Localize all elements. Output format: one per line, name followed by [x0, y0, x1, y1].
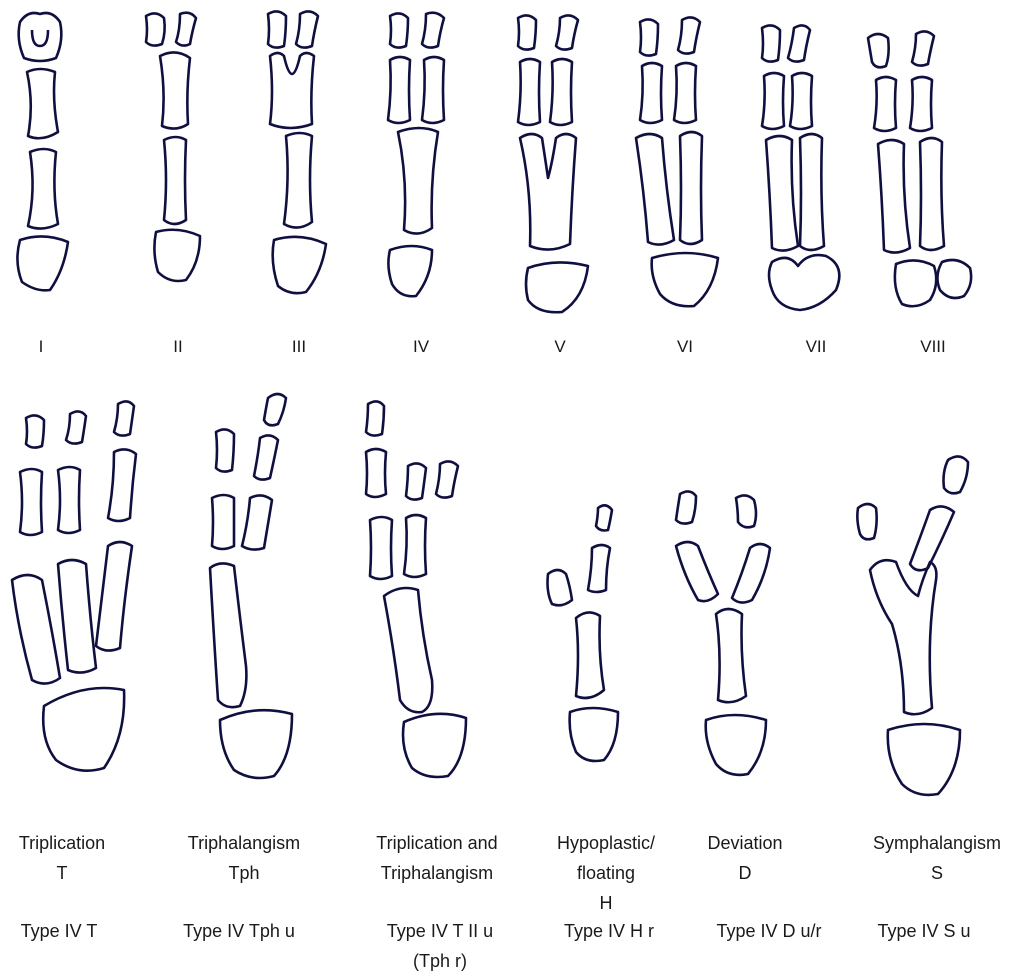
name-line: Deviation: [690, 828, 800, 858]
panel-symphalangism-type: Type IV S u: [860, 916, 988, 946]
diagram-hypoplastic-floating: [548, 505, 619, 761]
panel-hypoplastic-type: Type IV H r: [544, 916, 674, 946]
name-line: H: [536, 888, 676, 918]
diagram-type-VI: [636, 17, 718, 306]
diagram-deviation: [676, 491, 770, 774]
label-type-VI: VI: [655, 337, 715, 357]
panel-deviation-name: Deviation D: [690, 828, 800, 888]
type-line: Type IV T II u: [360, 916, 520, 946]
label-type-VII: VII: [786, 337, 846, 357]
panel-triplication-name: Triplication T: [0, 828, 124, 888]
label-type-IV: IV: [391, 337, 451, 357]
panel-triplication-triphalangism-name: Triplication and Triphalangism: [352, 828, 522, 888]
name-line: Tph: [164, 858, 324, 888]
name-line: Symphalangism: [852, 828, 1022, 858]
panel-triphalangism-name: Triphalangism Tph: [164, 828, 324, 888]
label-type-I: I: [11, 337, 71, 357]
name-line: Triphalangism: [352, 858, 522, 888]
name-line: floating: [536, 858, 676, 888]
type-line: (Tph r): [360, 946, 520, 976]
diagram-triplication: [12, 401, 136, 770]
name-line: T: [0, 858, 124, 888]
panel-triphalangism-type: Type IV Tph u: [162, 916, 316, 946]
diagram-type-VII: [762, 25, 839, 310]
name-line: Triplication: [0, 828, 124, 858]
name-line: D: [690, 858, 800, 888]
panel-symphalangism-name: Symphalangism S: [852, 828, 1022, 888]
panel-hypoplastic-name: Hypoplastic/ floating H: [536, 828, 676, 918]
label-type-II: II: [148, 337, 208, 357]
diagram-symphalangism: [857, 456, 968, 794]
label-type-V: V: [530, 337, 590, 357]
diagram-type-IV: [388, 13, 444, 297]
diagram-type-VIII: [868, 31, 971, 306]
name-line: S: [852, 858, 1022, 888]
diagram-triphalangism: [210, 394, 292, 778]
name-line: Hypoplastic/: [536, 828, 676, 858]
diagram-type-III: [268, 11, 326, 293]
name-line: Triphalangism: [164, 828, 324, 858]
label-type-VIII: VIII: [903, 337, 963, 357]
diagram-type-V: [518, 15, 588, 312]
panel-triplication-triphalangism-type: Type IV T II u (Tph r): [360, 916, 520, 976]
name-line: Triplication and: [352, 828, 522, 858]
diagram-triplication-and-triphalangism: [366, 401, 466, 777]
panel-deviation-type: Type IV D u/r: [696, 916, 842, 946]
diagram-type-I: [17, 13, 68, 290]
label-type-III: III: [269, 337, 329, 357]
panel-triplication-type: Type IV T: [2, 916, 116, 946]
diagram-type-II: [146, 13, 200, 281]
